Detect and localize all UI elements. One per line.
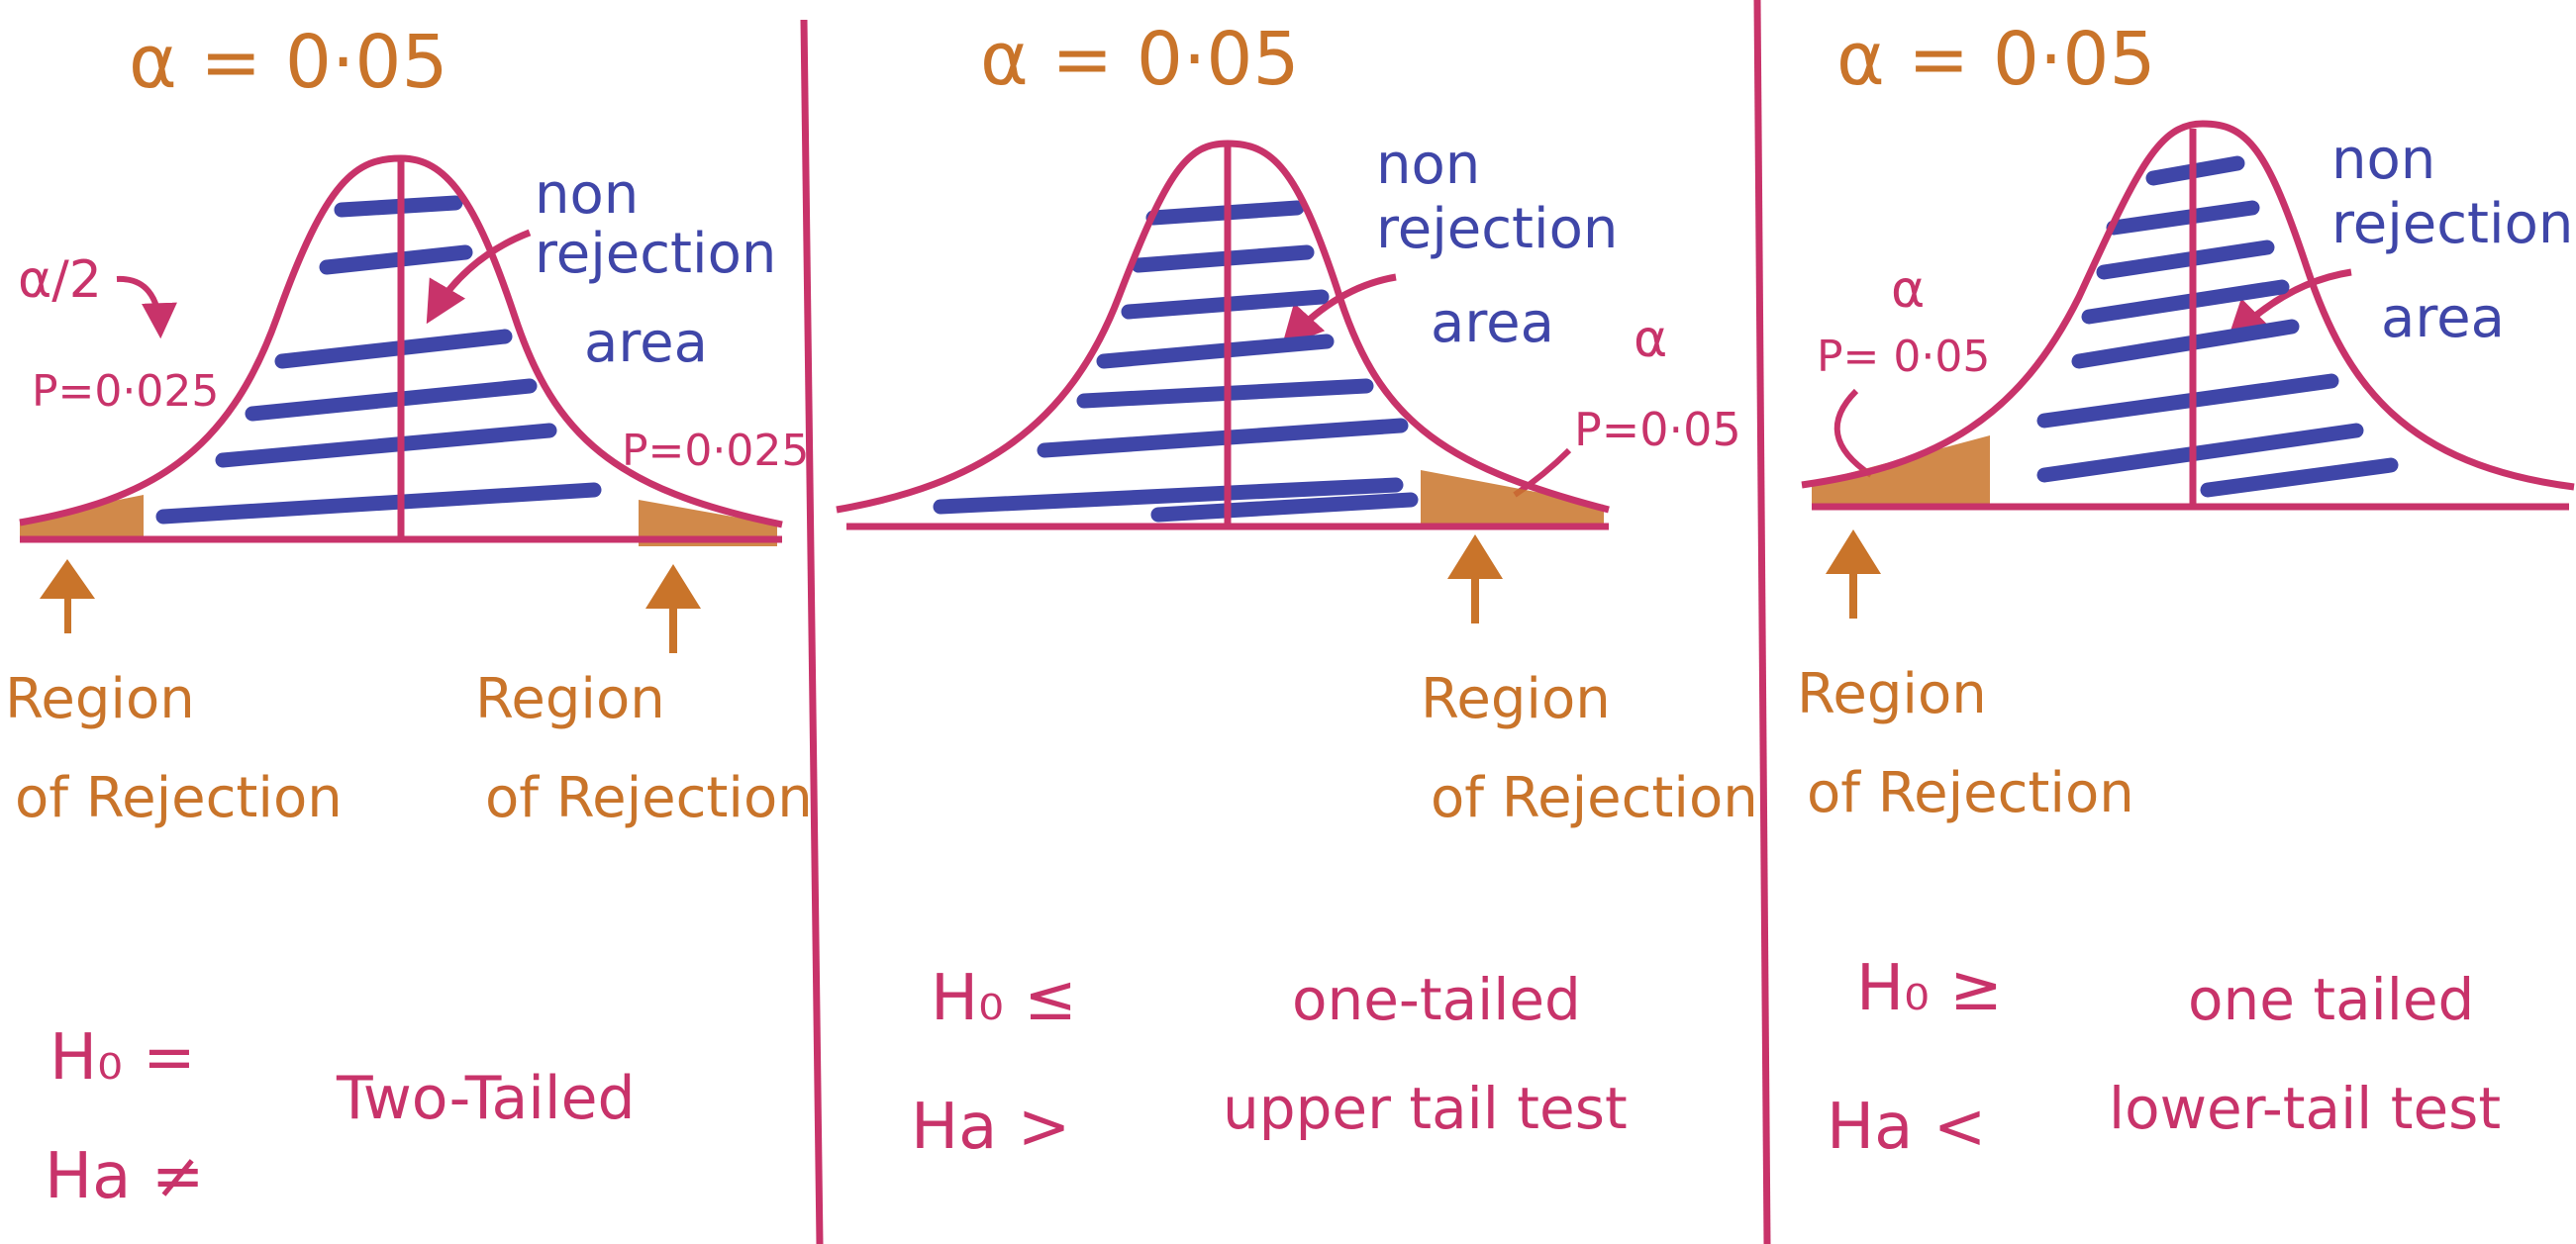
divider-2 — [1753, 0, 1771, 1244]
alpha-label: α = 0·05 — [129, 20, 448, 105]
svg-text:of Rejection: of Rejection — [1807, 761, 2134, 825]
left-rejection-hatch — [20, 495, 144, 539]
svg-text:Region: Region — [475, 667, 665, 731]
tail-alpha-label: α — [1891, 260, 1925, 320]
alpha-label: α = 0·05 — [980, 17, 1300, 102]
svg-text:lower-tail test: lower-tail test — [2109, 1075, 2501, 1142]
svg-text:one-tailed: one-tailed — [1292, 966, 1581, 1033]
svg-text:non: non — [1376, 133, 1480, 197]
svg-text:Region: Region — [1797, 662, 1987, 726]
svg-text:rejection: rejection — [535, 222, 776, 286]
svg-text:area: area — [2381, 286, 2505, 350]
svg-text:rejection: rejection — [2331, 192, 2573, 256]
test-type-label: one-tailed upper tail test — [1223, 966, 1628, 1142]
right-region-arrow — [645, 564, 701, 653]
alpha-label: α = 0·05 — [1836, 17, 2156, 102]
left-region-arrow — [1826, 529, 1881, 619]
left-region-label: Region of Rejection — [5, 667, 343, 830]
hypotheses: H₀ = Ha ≠ — [45, 1021, 204, 1213]
svg-text:area: area — [1431, 291, 1554, 355]
non-rejection-label: non rejection area — [1376, 133, 1618, 355]
right-rejection-hatch — [1421, 470, 1604, 526]
p-pointer — [1833, 388, 1873, 478]
half-alpha-label: α/2 — [18, 250, 102, 310]
right-p-label: P=0·025 — [622, 426, 809, 476]
panel-upper-tail: α = 0·05 non rejection area α P=0·05 Reg… — [836, 17, 1758, 1164]
right-region-label: Region of Rejection — [1421, 667, 1758, 830]
tail-alpha-label: α — [1634, 310, 1667, 369]
svg-text:Ha ≠: Ha ≠ — [45, 1140, 204, 1213]
left-rejection-hatch — [1812, 435, 1990, 507]
svg-text:Ha <: Ha < — [1827, 1091, 1986, 1164]
test-type-label: Two-Tailed — [336, 1064, 636, 1133]
svg-text:upper tail test: upper tail test — [1223, 1075, 1628, 1142]
svg-text:H₀ ≤: H₀ ≤ — [931, 962, 1077, 1035]
right-region-arrow — [1447, 534, 1503, 623]
non-rejection-stripes — [2036, 155, 2399, 498]
svg-text:Region: Region — [5, 667, 195, 731]
svg-text:one tailed: one tailed — [2188, 966, 2474, 1033]
svg-text:area: area — [584, 311, 708, 375]
svg-text:of Rejection: of Rejection — [485, 766, 813, 830]
non-rejection-stripes — [933, 200, 1419, 523]
svg-text:non: non — [2331, 128, 2435, 192]
non-rejection-label: non rejection area — [535, 162, 776, 375]
right-p-label: P=0·05 — [1574, 403, 1741, 456]
panel-lower-tail: α = 0·05 α P= 0·05 non rejection area Re… — [1797, 17, 2575, 1164]
panel-two-tailed: α = 0·05 α/2 P=0·025 P=0·025 non rejecti… — [5, 20, 813, 1213]
svg-text:of Rejection: of Rejection — [15, 766, 343, 830]
right-rejection-hatch — [639, 500, 777, 546]
hypotheses: H₀ ≥ Ha < — [1827, 952, 2003, 1164]
svg-text:Region: Region — [1421, 667, 1611, 731]
svg-text:of Rejection: of Rejection — [1431, 766, 1758, 830]
left-region-arrow — [40, 559, 95, 633]
svg-text:non: non — [535, 162, 639, 227]
divider-1 — [800, 19, 824, 1244]
half-alpha-arrow — [116, 275, 177, 339]
bell-curve — [1801, 120, 2575, 491]
non-rejection-label: non rejection area — [2331, 128, 2573, 350]
right-region-label: Region of Rejection — [475, 667, 813, 830]
left-p-label: P=0·025 — [32, 366, 219, 417]
svg-text:H₀ ≥: H₀ ≥ — [1856, 952, 2003, 1025]
test-type-label: one tailed lower-tail test — [2109, 966, 2501, 1142]
left-p-label: P= 0·05 — [1817, 332, 1990, 382]
svg-text:H₀ =: H₀ = — [50, 1021, 196, 1095]
hypotheses: H₀ ≤ Ha > — [911, 962, 1077, 1164]
svg-text:rejection: rejection — [1376, 197, 1618, 261]
non-rejection-arrow — [2227, 268, 2352, 342]
non-rejection-arrow — [426, 229, 532, 325]
left-region-label: Region of Rejection — [1797, 662, 2134, 825]
svg-text:Ha >: Ha > — [911, 1091, 1070, 1164]
